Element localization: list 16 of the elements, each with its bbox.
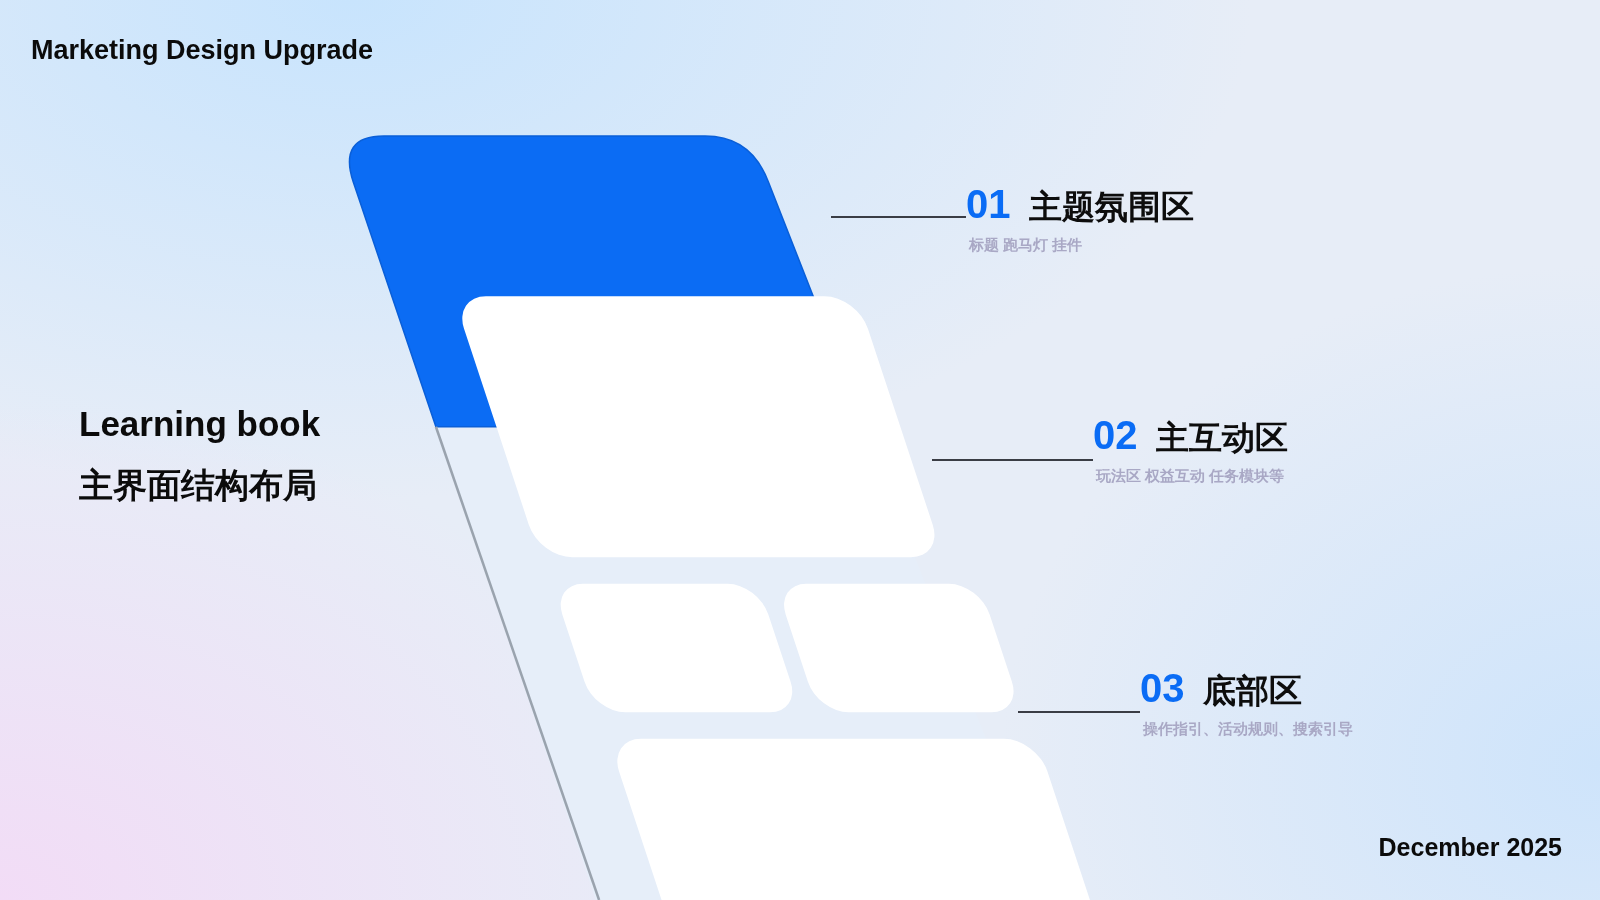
callout-number: 01 [966,182,1011,226]
zone-description: 玩法区 权益互动 任务模块等 [1096,467,1286,485]
leader-line [1017,711,1141,713]
zone-title: 底部区 [1202,673,1302,710]
leader-line [931,459,1094,461]
heading-text: Learning book [79,404,321,445]
zone-description: 操作指引、活动规则、搜索引导 [1143,720,1353,738]
subheading-text: 主界面结构布局 [79,466,317,506]
callout-number: 03 [1140,666,1185,710]
date-text: December 2025 [1378,833,1562,862]
zone-description: 标题 跑马灯 挂件 [969,236,1084,254]
leader-line [830,216,967,218]
zone-title: 主互动区 [1155,420,1288,457]
zone-title: 主题氛围区 [1028,189,1194,226]
slide-title: Marketing Design Upgrade [31,35,374,67]
callout-number: 02 [1093,413,1138,457]
